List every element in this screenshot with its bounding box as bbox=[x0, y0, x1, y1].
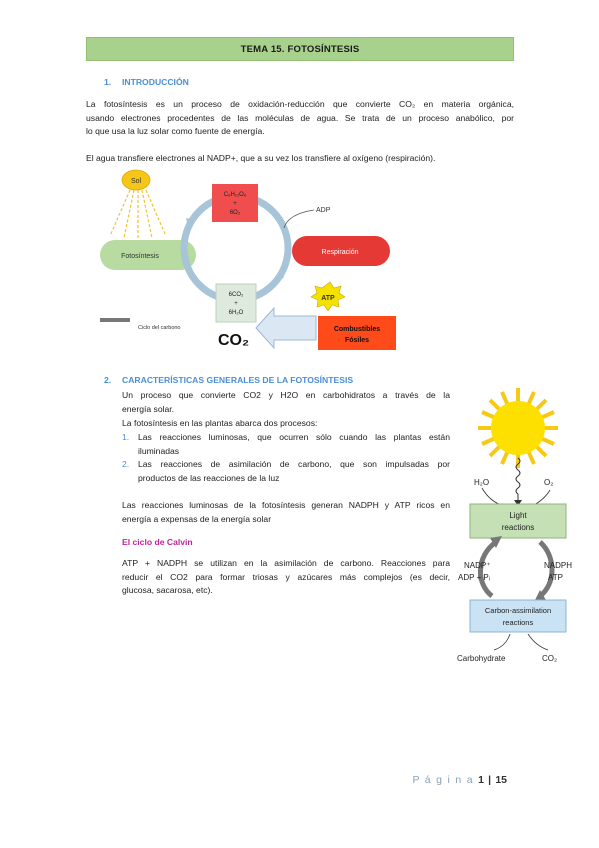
stages-intro: La fotosíntesis en las plantas abarca do… bbox=[122, 418, 318, 428]
atp-label: ATP bbox=[321, 295, 335, 302]
light-reactions-line-2: reactions bbox=[502, 523, 534, 532]
cycle-arrow-right bbox=[276, 269, 284, 278]
light-wave bbox=[515, 457, 521, 506]
section-1-heading: 1.INTRODUCCIÓN bbox=[104, 77, 189, 87]
carbon-cycle-label: Ciclo del carbono bbox=[138, 325, 181, 331]
atp-label: ATP bbox=[548, 573, 563, 582]
cycle-arrowhead-left bbox=[490, 536, 502, 548]
light-reactions-paragraph: Las reacciones luminosas de la fotosínte… bbox=[122, 500, 450, 524]
page-number: 1 bbox=[478, 774, 484, 786]
page-title: TEMA 15. FOTOSÍNTESIS bbox=[86, 37, 514, 61]
caption-rule bbox=[100, 318, 130, 322]
co2-arrow bbox=[527, 633, 549, 651]
nadph-label: NADPH bbox=[544, 561, 572, 570]
water-paragraph: El agua transfiere electrones al NADP+, … bbox=[86, 153, 436, 163]
cycle-arrow-right bbox=[538, 540, 555, 598]
co2-water-line-1: 6CO₂ bbox=[229, 292, 244, 298]
section-2-heading: 2.CARACTERÍSTICAS GENERALES DE LA FOTOSÍ… bbox=[104, 375, 354, 385]
sun-rays bbox=[109, 189, 167, 239]
light-reactions-line-1: Light bbox=[509, 511, 527, 520]
photosynthesis-box bbox=[100, 240, 196, 270]
fossil-fuels-box bbox=[318, 316, 396, 350]
carbon-assimilation-line-1: Carbon-assimilation bbox=[485, 606, 551, 615]
h2o-arrow bbox=[481, 487, 505, 507]
co2-water-line-2: + bbox=[234, 301, 238, 307]
sun-label: Sol bbox=[131, 178, 142, 185]
h2o-label: H₂O bbox=[474, 478, 489, 487]
carbon-assimilation-box bbox=[469, 599, 567, 633]
sun-icon bbox=[478, 388, 558, 468]
calvin-heading: El ciclo de Calvin bbox=[122, 537, 193, 547]
cycle-arrow-left bbox=[186, 218, 194, 227]
glucose-box bbox=[212, 184, 258, 222]
stage-item-1: 1. Las reacciones luminosas, que ocurren… bbox=[122, 432, 450, 456]
light-wave-arrowhead bbox=[514, 500, 522, 506]
fossil-fuels-line-2: Fósiles bbox=[345, 337, 369, 344]
respiration-box bbox=[292, 236, 390, 266]
adp-arrow bbox=[283, 209, 315, 229]
co2-label: CO₂ bbox=[542, 654, 557, 663]
cycle-arrowhead-right bbox=[534, 590, 546, 602]
page-footer: P á g i n a 1 | 15 bbox=[412, 774, 507, 786]
cycle-arrow-left bbox=[478, 539, 498, 598]
atp-starburst-icon bbox=[310, 281, 346, 312]
nadp-label: NADP⁺ bbox=[464, 561, 490, 570]
sun-icon bbox=[121, 169, 151, 191]
fossil-arrow bbox=[255, 306, 317, 350]
light-reactions-box bbox=[469, 503, 567, 539]
stage-item-2: 2. Las reacciones de asimilación de carb… bbox=[122, 459, 450, 483]
photosynthesis-label: Fotosíntesis bbox=[121, 253, 159, 260]
photosynthesis-reactions-figure: H₂O O₂ Light reactions NADP⁺ ADP + Pᵢ NA… bbox=[457, 388, 572, 663]
carbon-cycle-figure: Sol Fotosíntesis Respiración C₆H₁₂O₆ + 6… bbox=[100, 169, 396, 350]
carbohydrate-label: Carbohydrate bbox=[457, 654, 506, 663]
co2-water-box bbox=[215, 283, 257, 323]
fossil-fuels-line-1: Combustibles bbox=[334, 326, 380, 333]
co2-water-line-3: 6H₂O bbox=[229, 310, 244, 316]
carbon-assimilation-line-2: reactions bbox=[503, 618, 534, 627]
respiration-label: Respiración bbox=[322, 249, 359, 256]
carbohydrate-arrow bbox=[493, 633, 511, 651]
section-2-intro: Un proceso que convierte CO2 y H2O en ca… bbox=[122, 390, 450, 414]
glucose-line-3: 6O₂ bbox=[230, 210, 241, 216]
page-total: 15 bbox=[495, 774, 507, 786]
glucose-line-1: C₆H₁₂O₆ bbox=[224, 192, 247, 198]
adp-label: ADP bbox=[316, 207, 331, 214]
stages-list: 1. Las reacciones luminosas, que ocurren… bbox=[122, 431, 450, 485]
adp-pi-label: ADP + Pᵢ bbox=[458, 573, 490, 582]
calvin-paragraph: ATP + NADPH se utilizan en la asimilació… bbox=[122, 558, 450, 595]
glucose-line-2: + bbox=[233, 201, 237, 207]
o2-label: O₂ bbox=[544, 478, 553, 487]
co2-big-label: CO₂ bbox=[218, 332, 249, 349]
intro-paragraph: La fotosíntesis es un proceso de oxidaci… bbox=[86, 99, 514, 136]
